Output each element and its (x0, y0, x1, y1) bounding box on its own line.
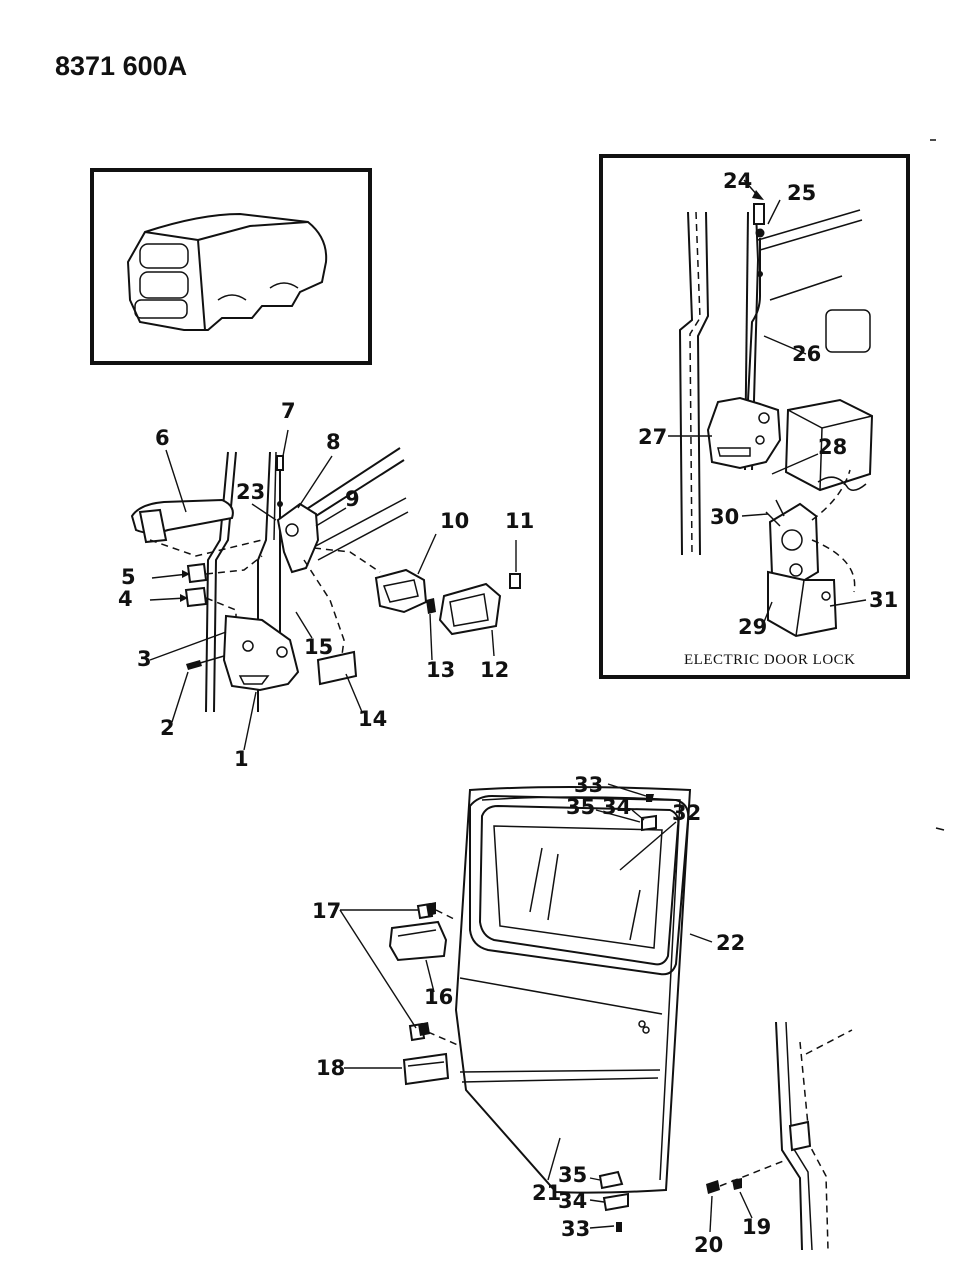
callout-31: 31 (869, 588, 898, 612)
callout-24: 24 (723, 169, 752, 193)
lock-knob (753, 203, 765, 225)
callout-30: 30 (710, 505, 739, 529)
latch-handle-assembly (130, 429, 521, 751)
latch-bellcrank (276, 502, 320, 574)
electric-door-lock-inset (599, 154, 910, 679)
callout-35-bottom: 35 (558, 1163, 587, 1187)
rod-tip (276, 455, 284, 471)
callout-5: 5 (121, 565, 136, 589)
callout-13: 13 (426, 658, 455, 682)
control-module (784, 398, 874, 492)
grommet (755, 228, 765, 238)
callout-27: 27 (638, 425, 667, 449)
callout-19: 19 (742, 1215, 771, 1239)
callout-16: 16 (424, 985, 453, 1009)
van-locator-inset (90, 168, 372, 365)
upper-hinge (388, 920, 448, 962)
latch (222, 614, 300, 692)
window-glass (493, 825, 663, 949)
inset-caption: ELECTRIC DOOR LOCK (684, 652, 856, 668)
callout-33-top: 33 (574, 773, 603, 797)
callout-34-bottom: 34 (558, 1189, 587, 1213)
callout-29: 29 (738, 615, 767, 639)
callout-26: 26 (792, 342, 821, 366)
callout-9: 9 (345, 487, 360, 511)
sliding-door-panel (454, 786, 692, 1194)
callout-33-bottom: 33 (561, 1217, 590, 1241)
callout-12: 12 (480, 658, 509, 682)
callout-34-top: 34 (602, 795, 631, 819)
striker (788, 1120, 812, 1152)
callout-4: 4 (118, 587, 133, 611)
diagram-id: 8371 600A (55, 51, 187, 81)
callout-15: 15 (304, 635, 333, 659)
callout-10: 10 (440, 509, 469, 533)
callout-17: 17 (312, 899, 341, 923)
callout-1: 1 (234, 747, 249, 771)
lock-motor (768, 502, 820, 586)
callout-20: 20 (694, 1233, 723, 1257)
clip-lower (184, 586, 208, 608)
lower-hinge (402, 1052, 450, 1086)
callout-32: 32 (672, 801, 701, 825)
clip-upper (186, 562, 208, 584)
callout-2: 2 (160, 716, 175, 740)
callout-28: 28 (818, 435, 847, 459)
callout-3: 3 (137, 647, 152, 671)
callout-6: 6 (155, 426, 170, 450)
callout-35-top: 35 (566, 795, 595, 819)
callout-18: 18 (316, 1056, 345, 1080)
van-body-icon (126, 212, 328, 331)
callout-7: 7 (281, 399, 296, 423)
callout-8: 8 (326, 430, 341, 454)
solenoid (767, 570, 838, 638)
callout-labels: 1 2 3 4 5 6 7 8 9 10 11 12 13 14 15 16 1… (118, 169, 898, 1257)
callout-22: 22 (716, 931, 745, 955)
sliding-door-assembly (339, 783, 853, 1251)
callout-14: 14 (358, 707, 387, 731)
callout-25: 25 (787, 181, 816, 205)
callout-11: 11 (505, 509, 534, 533)
inside-handle (374, 568, 428, 614)
callout-23: 23 (236, 480, 265, 504)
callout-21: 21 (532, 1181, 561, 1205)
latch-plate (706, 396, 782, 470)
handle-bezel (438, 582, 502, 636)
